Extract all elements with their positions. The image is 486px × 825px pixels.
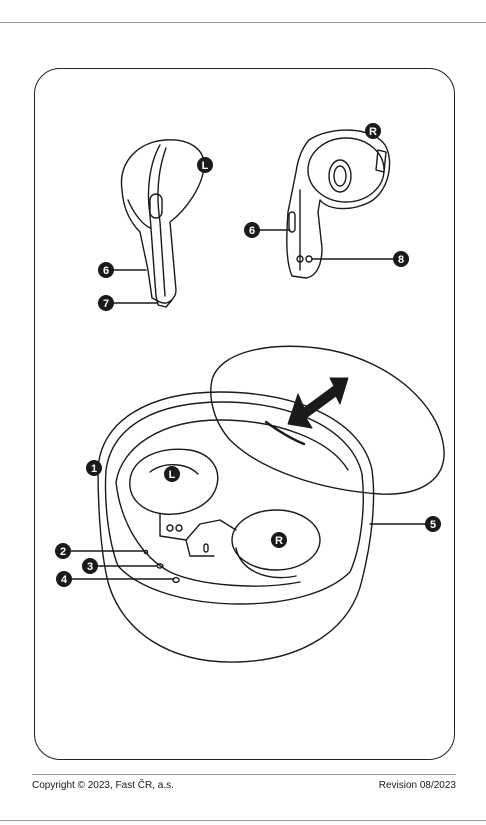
left-earbud <box>121 140 204 307</box>
svg-text:L: L <box>169 469 176 481</box>
callout-7: 7 <box>98 295 114 311</box>
svg-text:6: 6 <box>249 225 255 237</box>
bottom-rule <box>0 820 486 821</box>
right-earbud <box>287 130 390 278</box>
callout-case-left: L <box>164 466 180 482</box>
svg-text:R: R <box>275 535 283 547</box>
svg-text:3: 3 <box>87 561 93 573</box>
callout-8: 8 <box>393 251 409 267</box>
svg-text:8: 8 <box>398 254 404 266</box>
charging-case <box>98 392 374 662</box>
callout-5: 5 <box>425 516 441 532</box>
svg-text:L: L <box>202 160 209 172</box>
callout-lines <box>69 230 428 579</box>
callout-right-earbud: R <box>365 123 381 139</box>
copyright-text: Copyright © 2023, Fast ČR, a.s. <box>32 780 174 791</box>
callout-4: 4 <box>56 571 72 587</box>
svg-text:6: 6 <box>103 265 109 277</box>
footer-rule <box>32 774 456 775</box>
lid-open-arrow-icon <box>288 378 348 428</box>
svg-text:5: 5 <box>430 519 436 531</box>
callout-6-left: 6 <box>98 262 114 278</box>
svg-text:7: 7 <box>103 298 109 310</box>
callout-3: 3 <box>82 558 98 574</box>
svg-text:1: 1 <box>91 463 97 475</box>
callout-left-earbud: L <box>197 157 213 173</box>
callout-2: 2 <box>55 543 71 559</box>
callout-case-right: R <box>271 532 287 548</box>
revision-text: Revision 08/2023 <box>379 780 456 791</box>
charging-case-lid <box>211 346 444 494</box>
svg-text:2: 2 <box>60 546 66 558</box>
svg-text:R: R <box>369 126 377 138</box>
callout-6-right: 6 <box>244 222 260 238</box>
svg-text:4: 4 <box>61 574 68 586</box>
callout-1: 1 <box>86 460 102 476</box>
